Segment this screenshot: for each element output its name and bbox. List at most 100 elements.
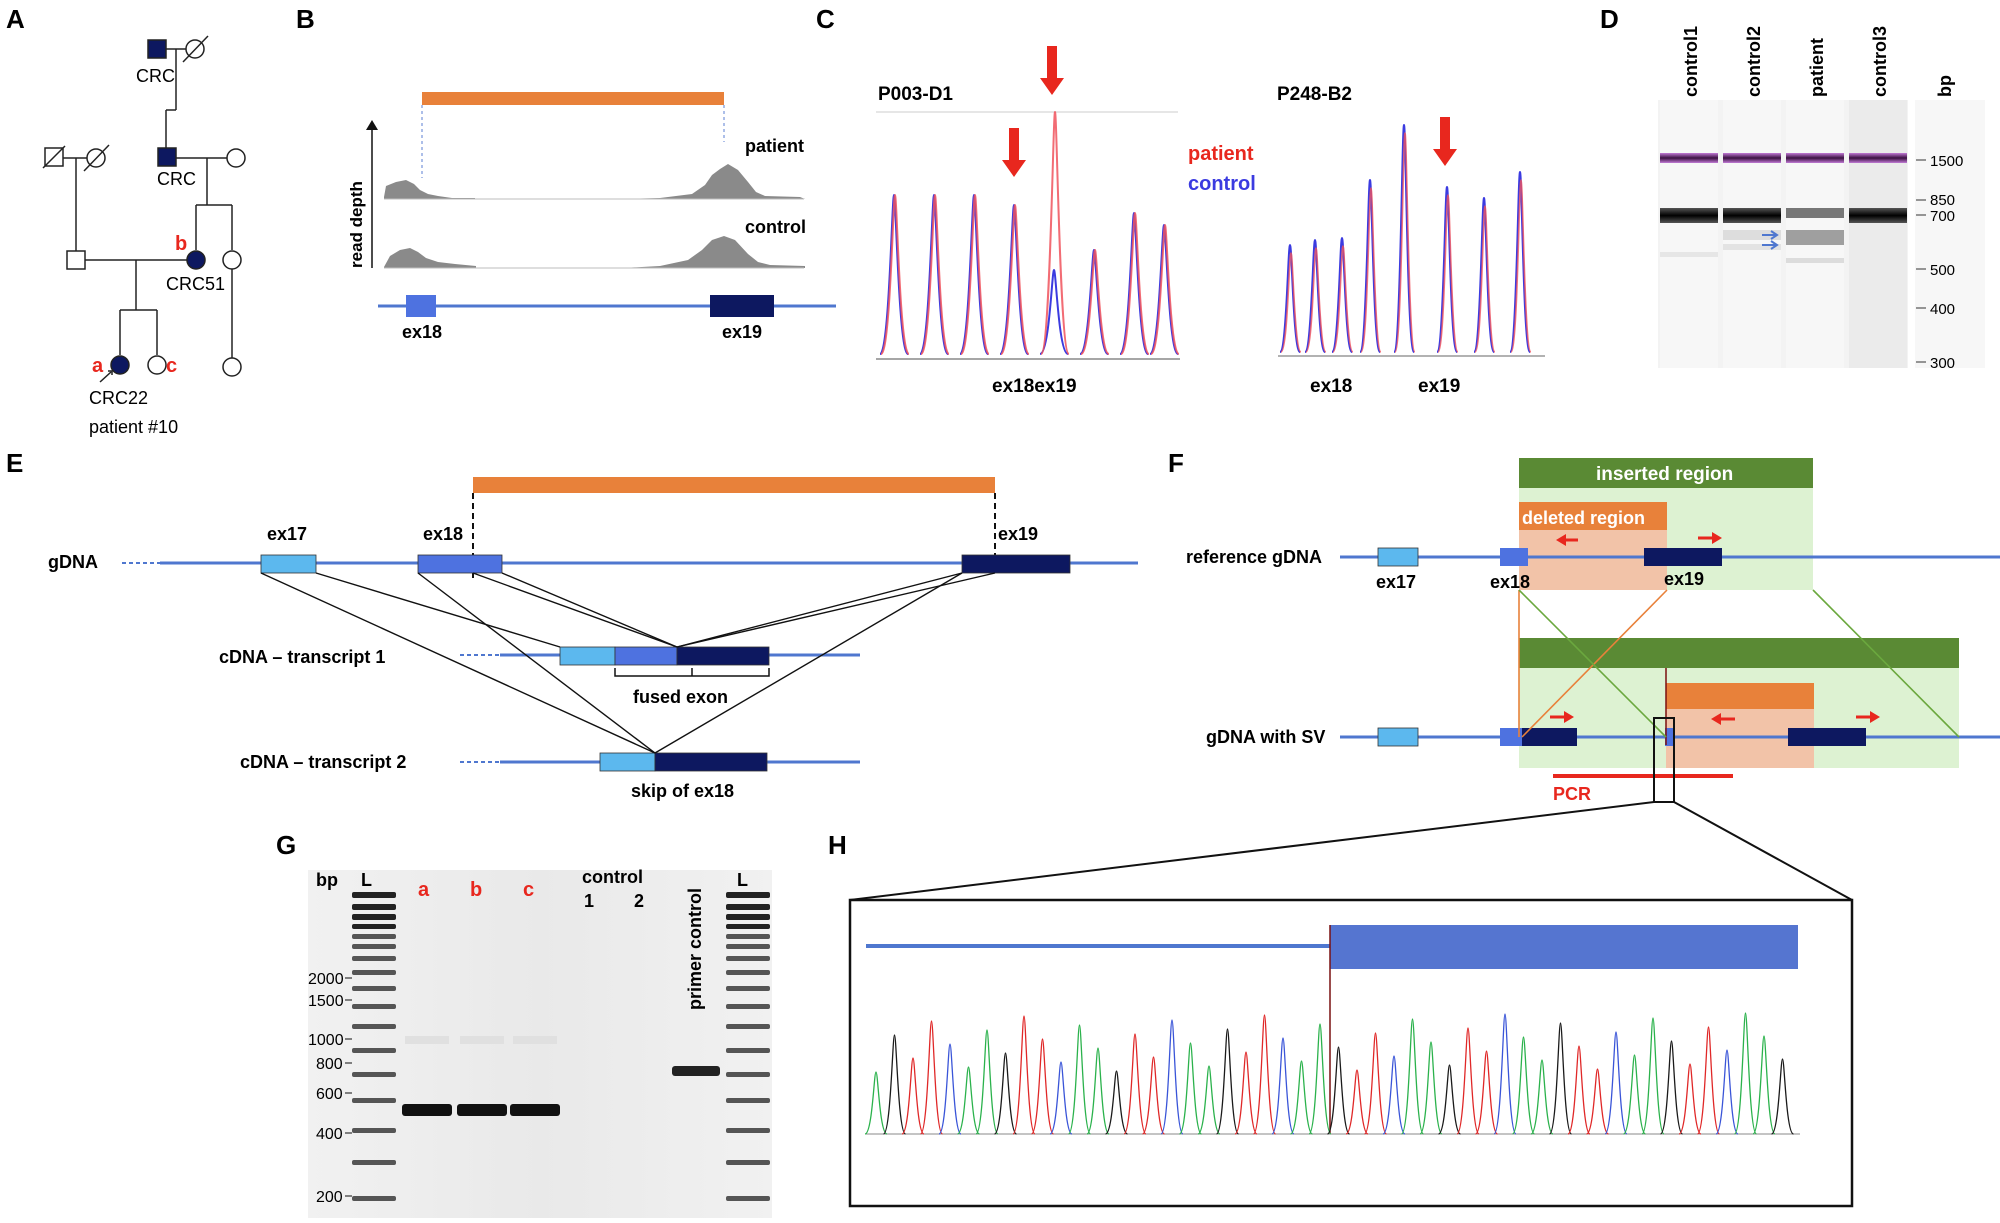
ladder-band bbox=[726, 1098, 770, 1103]
agarose-lane-c: c bbox=[523, 879, 534, 901]
peak-patient bbox=[1474, 205, 1496, 353]
peak-patient bbox=[1280, 252, 1302, 353]
ladder-band bbox=[352, 934, 396, 939]
gel-ladder-700: 700 bbox=[1930, 208, 1955, 225]
trace-peak bbox=[1474, 1050, 1499, 1135]
fragment-x-label-2b: ex19 bbox=[1418, 376, 1460, 397]
agarose-ladder-1500: 1500 bbox=[308, 993, 344, 1010]
peak-control bbox=[1359, 178, 1381, 353]
ladder-band bbox=[352, 970, 396, 975]
ladder-band bbox=[352, 956, 396, 961]
trace-peak bbox=[1567, 1045, 1591, 1135]
agarose-ladder-200: 200 bbox=[316, 1189, 343, 1206]
trace-peak bbox=[1160, 1019, 1184, 1135]
peak-control bbox=[1393, 123, 1415, 353]
pedigree-label-c: c bbox=[166, 355, 177, 377]
fragment-legend-patient: patient bbox=[1188, 143, 1254, 165]
agarose-ladder-label-1: L bbox=[361, 870, 372, 890]
pedigree-label-crc22: CRC22 bbox=[89, 388, 148, 408]
ladder-band bbox=[726, 1024, 770, 1029]
pedigree-label-b: b bbox=[175, 233, 187, 255]
sv-inserted-label: inserted region bbox=[1596, 464, 1733, 485]
agarose-bp-label: bp bbox=[316, 870, 338, 890]
splice-ex17-label: ex17 bbox=[267, 524, 307, 544]
trace-peak bbox=[1067, 1024, 1092, 1135]
ladder-band bbox=[726, 1128, 770, 1133]
gel-lane-control1: control1 bbox=[1681, 26, 1701, 97]
gel-lane-control3: control3 bbox=[1870, 26, 1890, 97]
peak-control bbox=[1304, 238, 1326, 353]
pedigree-label-crc-top: CRC bbox=[136, 66, 175, 86]
peak-patient bbox=[1394, 132, 1416, 353]
sv-pcr-label: PCR bbox=[1553, 784, 1591, 804]
peak-control bbox=[1473, 196, 1495, 353]
gel-lane-patient: patient bbox=[1807, 38, 1827, 97]
ladder-band bbox=[726, 1160, 770, 1165]
agarose-ladder-600: 600 bbox=[316, 1086, 343, 1103]
peak-patient bbox=[1360, 187, 1382, 353]
trace-peak bbox=[1178, 1042, 1203, 1135]
ladder-band bbox=[352, 892, 396, 898]
trace-peak bbox=[1363, 1032, 1388, 1135]
trace-peak bbox=[1437, 1064, 1462, 1135]
trace-peak bbox=[1289, 1060, 1314, 1135]
read-depth-track-control: control bbox=[745, 217, 806, 237]
ladder-band bbox=[726, 1048, 770, 1053]
agarose-ladder-800: 800 bbox=[316, 1056, 343, 1073]
ladder-band bbox=[352, 1196, 396, 1201]
ladder-band bbox=[726, 934, 770, 939]
trace-peak bbox=[1678, 1063, 1702, 1135]
ladder-band bbox=[352, 1048, 396, 1053]
agarose-ladder-1000: 1000 bbox=[308, 1032, 344, 1049]
splice-ex18-label: ex18 bbox=[423, 524, 463, 544]
ladder-band bbox=[726, 970, 770, 975]
fragment-x-label-2a: ex18 bbox=[1310, 376, 1352, 397]
trace-peak bbox=[1215, 1028, 1240, 1135]
ladder-band bbox=[726, 1004, 770, 1009]
panel-letter-b: B bbox=[296, 4, 315, 34]
fragment-x-label-1: ex18ex19 bbox=[992, 376, 1077, 397]
panel-letter-c: C bbox=[816, 4, 835, 34]
sv-diagram bbox=[1340, 458, 2000, 803]
panel-letter-d: D bbox=[1600, 4, 1619, 34]
sv-ex17-label: ex17 bbox=[1376, 572, 1416, 592]
trace-peak bbox=[1123, 1033, 1147, 1135]
peak-patient bbox=[880, 193, 910, 355]
trace-peak bbox=[1715, 1049, 1739, 1135]
ladder-band bbox=[726, 904, 770, 910]
fragment-legend-control: control bbox=[1188, 173, 1256, 195]
ladder-band bbox=[352, 924, 396, 929]
trace-peak bbox=[1234, 1051, 1258, 1135]
pedigree bbox=[42, 35, 246, 383]
trace-peak bbox=[1493, 1013, 1517, 1135]
ladder-band bbox=[352, 1160, 396, 1165]
trace-peak bbox=[882, 1034, 907, 1135]
splicing-diagram bbox=[122, 477, 1138, 772]
read-depth-plot bbox=[366, 92, 836, 317]
peak-patient bbox=[1120, 211, 1150, 355]
trace-peak bbox=[1271, 1037, 1295, 1135]
trace-peak bbox=[1049, 1061, 1073, 1135]
trace-peak bbox=[1030, 1038, 1055, 1135]
trace-peak bbox=[864, 1071, 888, 1135]
trace-peak bbox=[1382, 1055, 1406, 1135]
trace-peak bbox=[1659, 1040, 1684, 1135]
panel-letter-e: E bbox=[6, 448, 23, 478]
sv-reference-label: reference gDNA bbox=[1186, 547, 1322, 567]
trace-peak bbox=[1696, 1026, 1721, 1135]
pedigree-label-patient: patient #10 bbox=[89, 417, 178, 437]
peak-patient bbox=[920, 193, 950, 355]
trace-peak bbox=[1141, 1056, 1166, 1135]
read-depth-axis-label: read depth bbox=[347, 181, 366, 268]
trace-peak bbox=[993, 1052, 1018, 1135]
trace-peak bbox=[1511, 1036, 1536, 1135]
pedigree-label-crc51: CRC51 bbox=[166, 274, 225, 294]
sv-deleted-label: deleted region bbox=[1522, 508, 1645, 528]
splice-ex19-label: ex19 bbox=[998, 524, 1038, 544]
agarose-lane-b: b bbox=[470, 879, 482, 901]
trace-peak bbox=[1400, 1018, 1425, 1135]
trace-peak bbox=[1770, 1058, 1795, 1135]
ladder-band bbox=[352, 1128, 396, 1133]
capillary-gel bbox=[1658, 100, 1985, 368]
